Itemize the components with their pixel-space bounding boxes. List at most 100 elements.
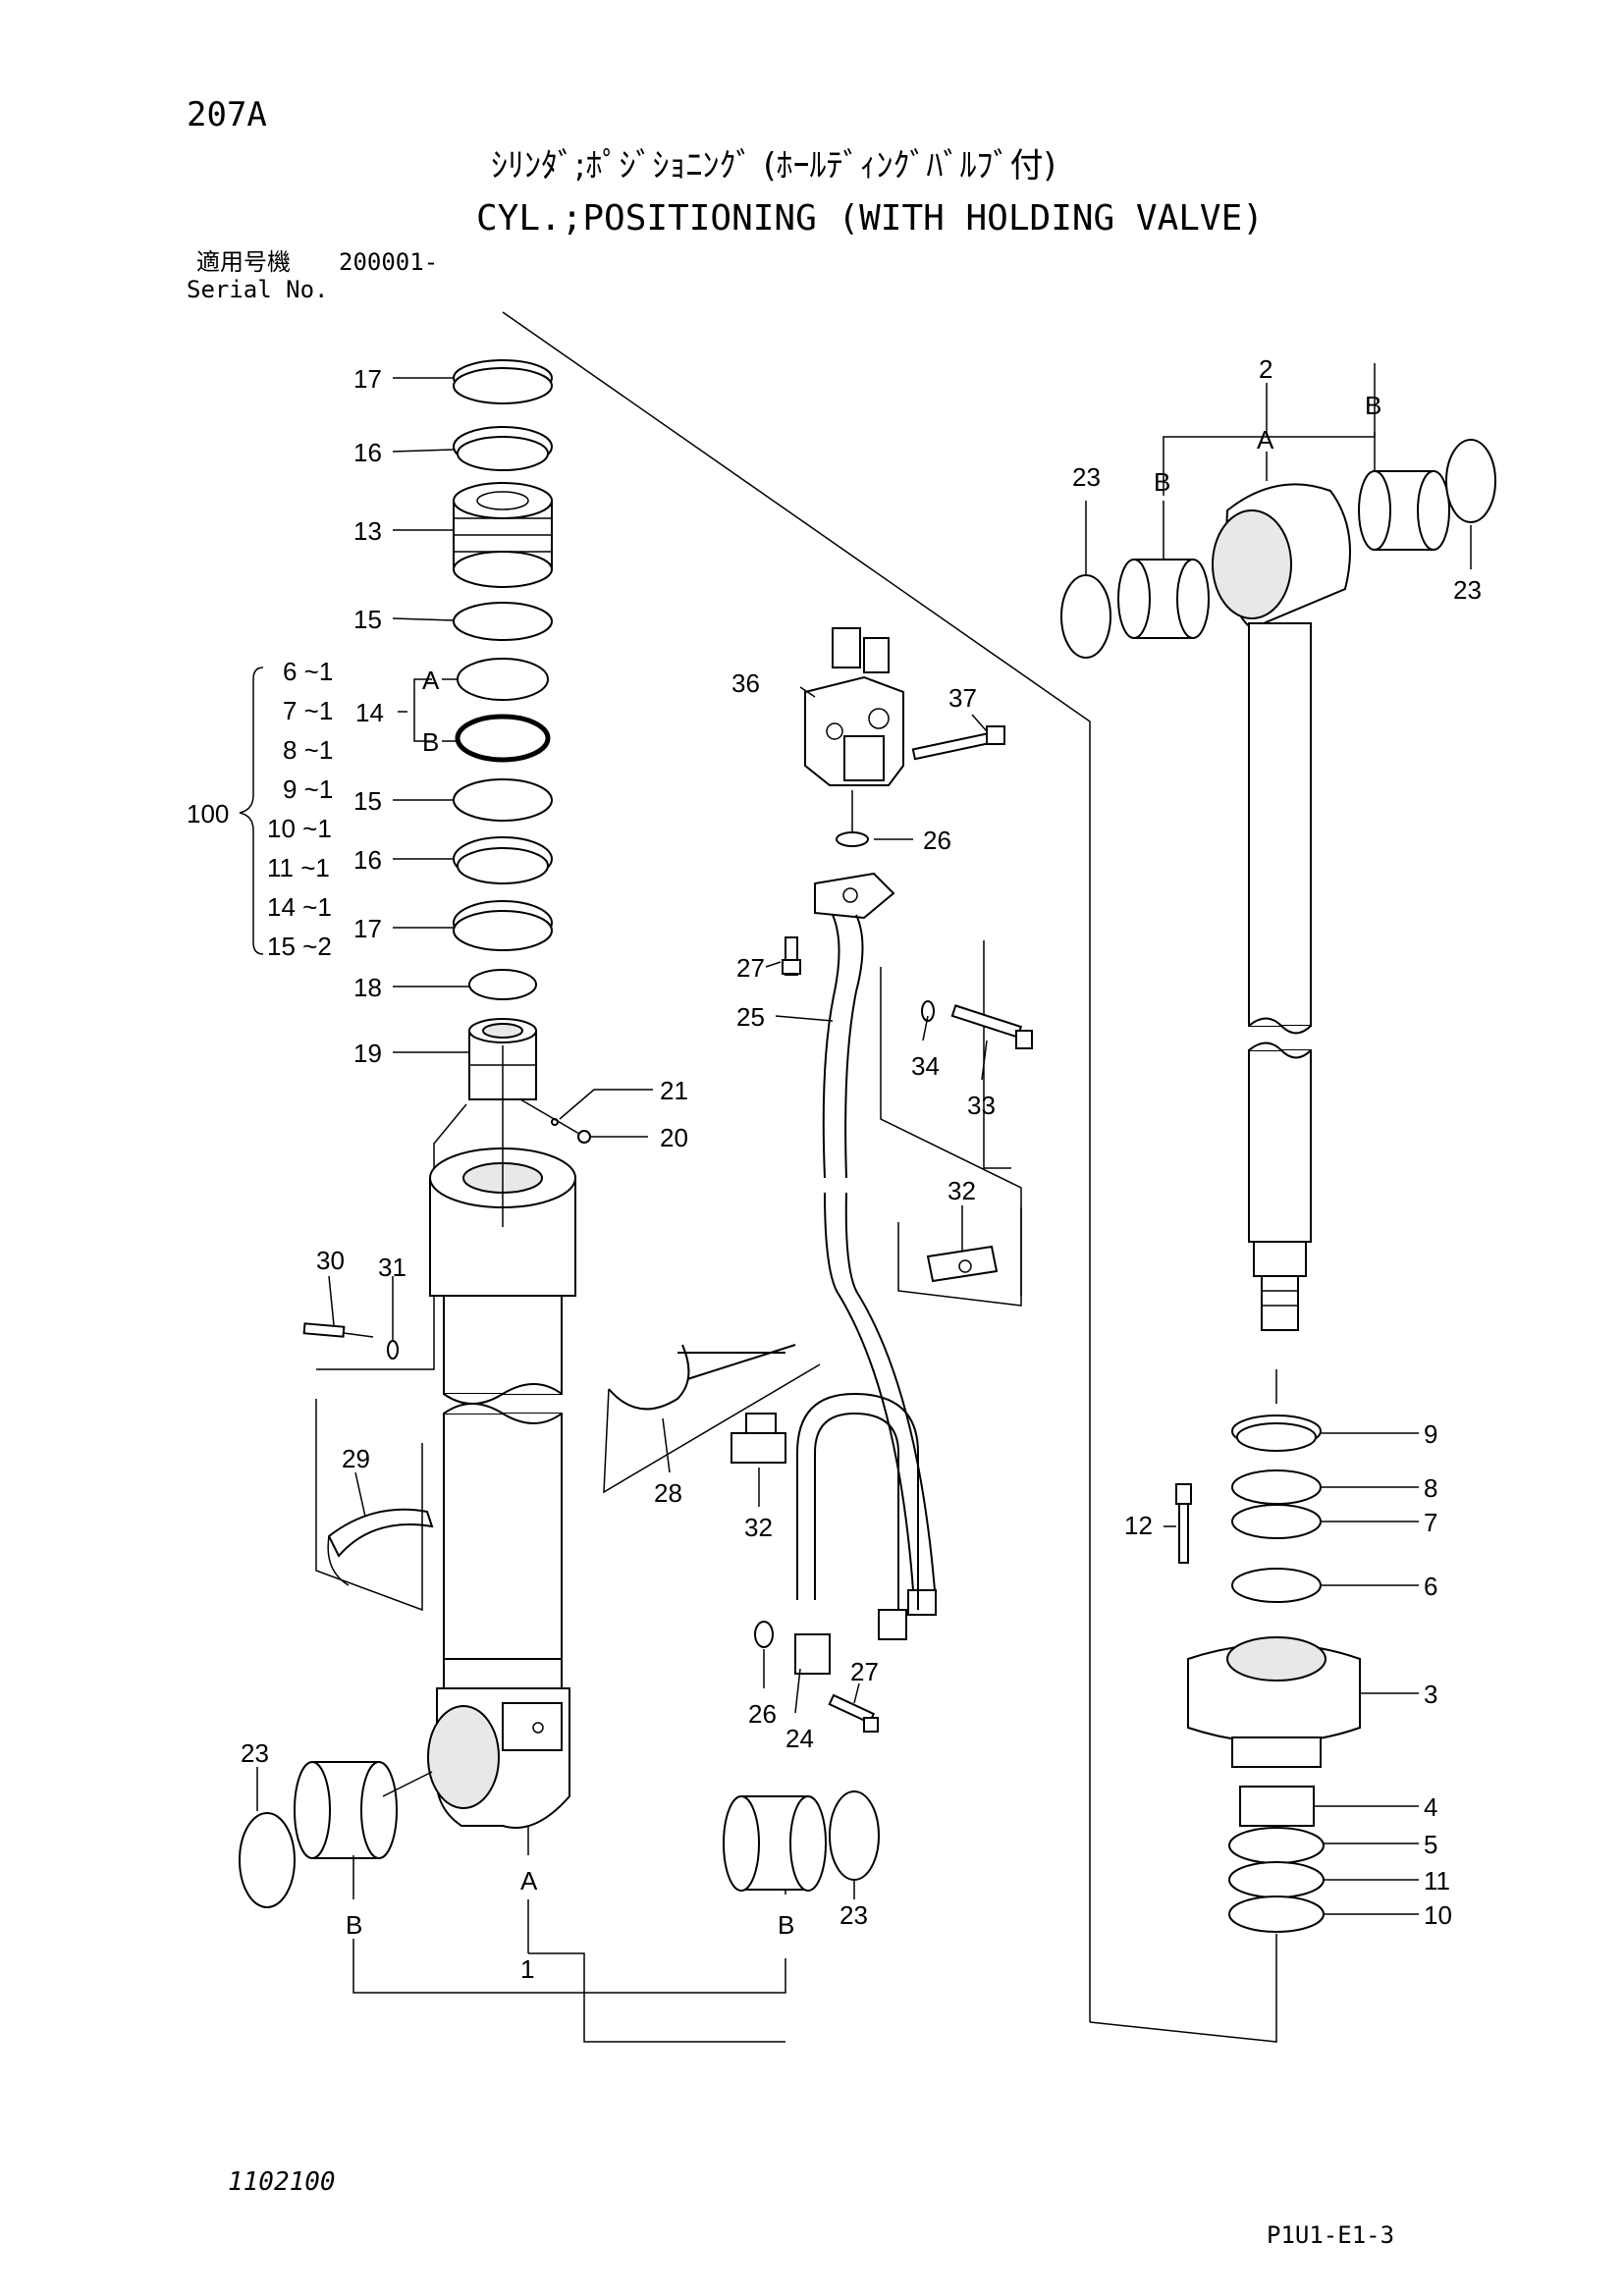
ring-14A — [457, 658, 549, 701]
label-7: 7 — [1424, 1508, 1437, 1537]
label-1: 1 — [520, 1954, 534, 1984]
label-30: 30 — [316, 1246, 345, 1275]
cylinder-tube — [443, 1403, 563, 1689]
rod-eye — [1212, 483, 1351, 630]
label-15-top: 15 — [353, 605, 382, 634]
page-code: 207A — [187, 95, 267, 134]
label-27-top: 27 — [736, 953, 765, 983]
kit-list: 100 6 ~1 7 ~1 8 ~1 9 ~1 10 ~1 11 ~1 14 ~… — [187, 657, 333, 961]
label-12: 12 — [1124, 1511, 1153, 1540]
seal-6 — [1231, 1568, 1322, 1603]
band-28 — [603, 1344, 821, 1494]
label-16-top: 16 — [353, 438, 382, 467]
label-8: 8 — [1424, 1473, 1437, 1503]
seal-8 — [1231, 1469, 1322, 1505]
hose — [794, 1392, 919, 1675]
piston-13 — [453, 482, 553, 588]
label-14: 14 — [355, 698, 384, 727]
ring-10 — [1228, 1896, 1325, 1933]
kit-item: 7 ~1 — [283, 696, 333, 725]
piston-rod — [1248, 622, 1312, 1331]
label-17-top: 17 — [353, 364, 382, 394]
bolt-33 — [880, 967, 1033, 1296]
set-screw-20-21 — [519, 1098, 591, 1144]
label-A-lower: A — [520, 1866, 538, 1896]
label-B-lower-left: B — [346, 1910, 362, 1940]
label-4: 4 — [1424, 1792, 1437, 1822]
ring-11 — [1228, 1861, 1325, 1898]
label-34: 34 — [911, 1051, 940, 1081]
label-15-bottom: 15 — [353, 786, 382, 816]
label-23-upper-right: 23 — [1453, 575, 1482, 605]
label-14-A: A — [422, 666, 440, 695]
label-A-upper: A — [1257, 425, 1274, 454]
label-5: 5 — [1424, 1830, 1437, 1859]
label-33: 33 — [967, 1091, 996, 1120]
label-6: 6 — [1424, 1572, 1437, 1601]
title-japanese: ｼﾘﾝﾀﾞ;ﾎﾟｼﾞｼｮﾆﾝｸﾞ (ﾎｰﾙﾃﾞｨﾝｸﾞﾊﾞﾙﾌﾞ付) — [491, 146, 1056, 186]
bolt-12 — [1175, 1483, 1192, 1564]
clip-31 — [387, 1340, 399, 1360]
label-9: 9 — [1424, 1419, 1437, 1449]
rod-cover-3 — [1187, 1636, 1361, 1768]
oring-26-bottom — [754, 1621, 774, 1648]
kit-item: 10 ~1 — [267, 814, 332, 843]
ring-17-top — [453, 359, 553, 404]
oring-26-top — [836, 831, 869, 847]
label-36: 36 — [731, 668, 760, 698]
kit-label: 100 — [187, 799, 229, 828]
bushing-upper-left — [1060, 559, 1210, 659]
bolt-37 — [911, 725, 1005, 761]
ring-14B — [455, 714, 551, 763]
holding-valve-36 — [804, 627, 904, 786]
kit-item: 14 ~1 — [267, 892, 332, 922]
label-27-bottom: 27 — [850, 1657, 879, 1686]
label-29: 29 — [342, 1444, 370, 1473]
part-labels: 17 16 13 15 14 A B 15 16 17 18 19 21 20 … — [241, 354, 1482, 1984]
leader-lines — [256, 363, 1472, 2043]
kit-bracket — [239, 667, 264, 955]
bolt-27-bottom — [828, 1693, 879, 1733]
label-10: 10 — [1424, 1900, 1452, 1930]
clamp-32-lower — [731, 1413, 786, 1464]
label-17-bottom: 17 — [353, 914, 382, 943]
label-3: 3 — [1424, 1680, 1437, 1709]
ring-15-bottom — [453, 778, 553, 822]
bushing-4 — [1239, 1786, 1315, 1827]
document-number: 1102100 — [228, 2167, 336, 2197]
seal-9 — [1231, 1415, 1322, 1452]
label-31: 31 — [378, 1253, 406, 1282]
label-20: 20 — [660, 1123, 688, 1152]
ring-15-top — [453, 602, 553, 641]
clamp-32-upper — [897, 1207, 1022, 1307]
label-25: 25 — [736, 1002, 765, 1032]
label-23-upper-left: 23 — [1072, 462, 1101, 492]
ring-16-top — [453, 426, 553, 471]
label-14-B: B — [422, 727, 439, 757]
bolt-30 — [302, 1322, 374, 1338]
label-21: 21 — [660, 1076, 688, 1105]
label-37: 37 — [948, 683, 977, 713]
label-16-bottom: 16 — [353, 845, 382, 875]
cylinder-bottom-eye — [427, 1687, 570, 1829]
label-26-top: 26 — [923, 826, 951, 855]
pipe-25 — [814, 872, 937, 1616]
label-B-lower-right: B — [778, 1910, 794, 1940]
serial-value: 200001- — [339, 248, 439, 276]
label-28: 28 — [654, 1478, 682, 1508]
label-19: 19 — [353, 1039, 382, 1068]
ring-16-bottom — [453, 836, 553, 884]
kit-item: 8 ~1 — [283, 735, 333, 765]
ring-5 — [1228, 1827, 1325, 1864]
label-13: 13 — [353, 516, 382, 546]
title-english: CYL.;POSITIONING (WITH HOLDING VALVE) — [476, 198, 1264, 239]
kit-item: 15 ~2 — [267, 932, 332, 961]
label-B-upper-left: B — [1154, 467, 1170, 497]
bushing-upper-right — [1358, 439, 1496, 551]
bushing-lower-left — [239, 1761, 433, 1908]
bushing-lower-right — [723, 1790, 880, 1892]
label-B-upper-right: B — [1365, 391, 1381, 420]
bolt-27-top — [782, 936, 801, 976]
label-23-lower-left: 23 — [241, 1738, 269, 1768]
